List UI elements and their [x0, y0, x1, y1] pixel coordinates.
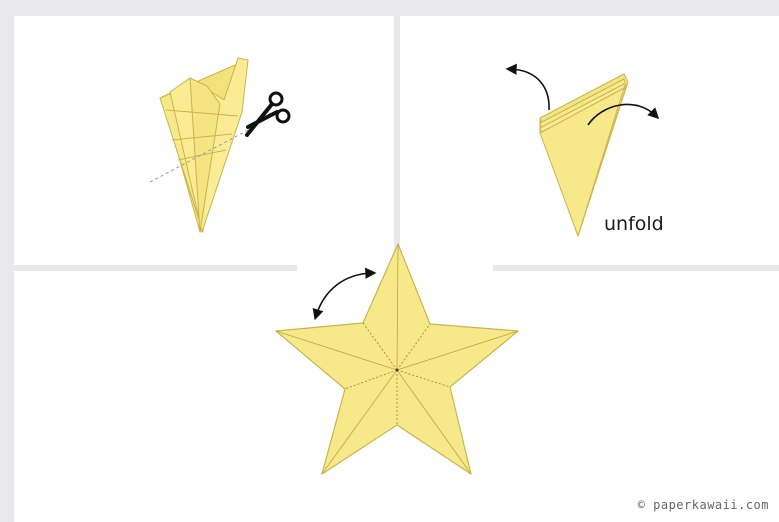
paper-star	[276, 244, 518, 474]
unfold-caption: unfold	[604, 213, 664, 235]
scissors-icon	[247, 93, 289, 135]
folded-paper-stack	[540, 74, 628, 236]
curved-arrow-icon	[316, 273, 372, 316]
curved-arrow-icon	[510, 69, 549, 110]
copyright-credit: © paperkawaii.com	[638, 498, 769, 512]
folded-paper-cone	[160, 58, 248, 232]
